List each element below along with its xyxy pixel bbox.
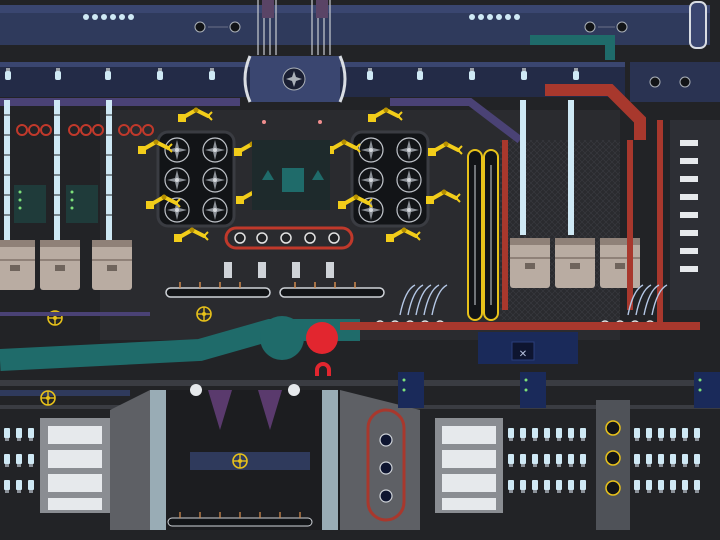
right-red-pipe-frame [502,120,663,330]
top-pipe-lights-right [469,14,520,20]
right-block-gauges [649,76,691,88]
vertical-conveyor [467,149,499,321]
center-machine-block [252,120,330,210]
piston-group-right [509,237,641,289]
left-gear-rows [16,124,154,136]
lower-left-machine [40,418,110,513]
piston-group-left [0,239,133,291]
lower-left-valve-wheel-icon [40,390,56,406]
cable-bundle-left [399,284,448,316]
lower-right-machine [435,418,503,513]
top-pipe-gauges [194,21,628,33]
furnace-valve-wheel-icon [232,453,248,469]
right-pipe-block [630,62,720,102]
fan-panel-right [350,130,430,228]
left-light-columns [4,100,112,240]
conveyor-icon-left [165,282,385,298]
right-side-rack [670,120,720,310]
blue-control-panel: ✕ [478,332,578,364]
lower-red-gear-chain [366,408,406,522]
chain-block-left [262,0,274,18]
hopper-right [340,390,420,530]
lower-green-indicators [398,372,720,408]
lower-left-light-grid [4,428,34,493]
hatched-panel-right [500,140,620,320]
teal-main-pipe [0,316,360,371]
center-red-gear-track [224,226,354,250]
second-pipe [0,55,625,103]
top-pipe-lights-left [83,14,134,20]
left-green-panels [14,185,98,223]
diagonal-pipes [0,35,646,144]
svg-text:✕: ✕ [519,349,527,360]
red-horizontal-pipe [340,322,700,330]
left-mid-bar [0,312,150,316]
red-sphere [306,322,338,354]
center-gear-icon [196,306,212,322]
center-drill-heads [224,262,334,278]
right-light-columns [520,100,574,235]
chain-block-right [316,0,328,18]
magnet-icon [315,362,331,376]
hopper-left [110,390,150,530]
lower-center-furnace [150,384,340,530]
cable-bundle-right [627,284,668,316]
right-gauge-column [596,400,630,530]
